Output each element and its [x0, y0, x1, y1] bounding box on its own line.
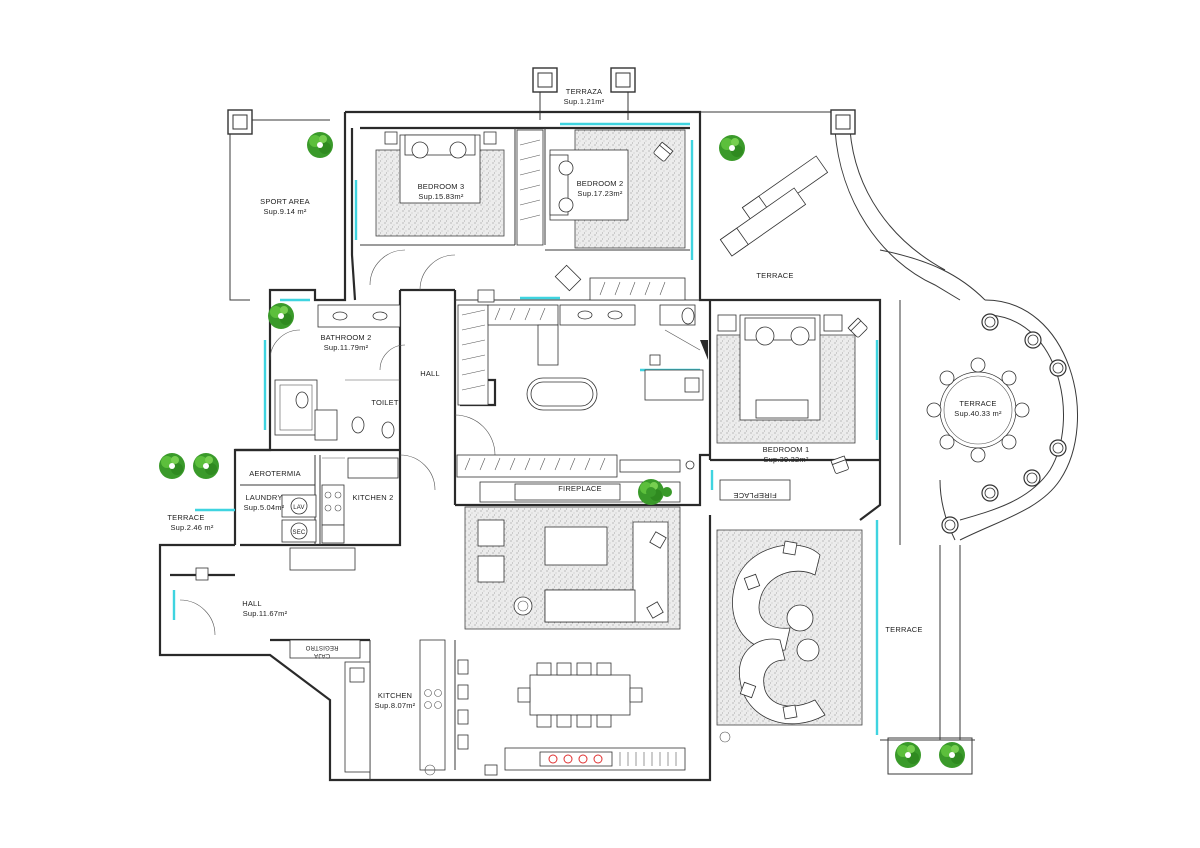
laundry-label: LAUNDRY	[245, 493, 282, 502]
laundry-kitchen2	[159, 453, 399, 571]
bedroom3-label: BEDROOM 3	[418, 182, 465, 191]
fireplace-mirror-label: FIREPLACE	[733, 491, 776, 500]
bathroom2-fixtures	[268, 303, 406, 441]
wardrobe-b3	[516, 129, 544, 246]
bedroom1-label: BEDROOM 1	[763, 445, 810, 454]
bathroom2-label: BATHROOM 2	[320, 333, 371, 342]
bedroom3-furniture	[375, 129, 544, 246]
toilet-label: TOILET	[371, 398, 399, 407]
bathroom2-area: Sup.11.79m²	[324, 343, 369, 352]
lav-label: LAV	[293, 505, 305, 511]
hall-center-label: HALL	[420, 369, 440, 378]
outdoor-lounge	[716, 529, 973, 775]
terrace-e-label: TERRACE	[885, 625, 922, 634]
sport-area-area: Sup.9.14 m²	[263, 207, 306, 216]
small-plants	[646, 487, 672, 497]
caja-label: CAJA	[314, 652, 330, 658]
dining-furniture	[517, 662, 643, 728]
post-markers	[227, 67, 856, 135]
round-table	[926, 357, 1030, 463]
bedroom1-furniture	[716, 314, 869, 501]
sec-label: SEC	[293, 530, 306, 536]
bedroom1-area: Sup.39.32m²	[763, 455, 808, 464]
registro-label: REGISTRO	[305, 644, 338, 650]
entry-kitchen	[179, 567, 686, 776]
terrace-round-label: TERRACE	[959, 399, 996, 408]
sport-area-label: SPORT AREA	[260, 197, 310, 206]
kitchen2-label: KITCHEN 2	[353, 493, 394, 502]
living-room-furniture	[464, 506, 681, 630]
hall-entry-area: Sup.11.67m²	[243, 609, 288, 618]
hall-doors	[369, 249, 456, 491]
terrace-w-area: Sup.2.46 m²	[170, 523, 213, 532]
bedroom2-label: BEDROOM 2	[577, 179, 624, 188]
kitchen-area: Sup.8.07m²	[375, 701, 416, 710]
fireplace-label: FIREPLACE	[558, 484, 601, 493]
master-bath-fixtures	[454, 277, 708, 456]
terrace-outlines	[229, 85, 1079, 741]
aerotermia-label: AEROTERMIA	[249, 469, 301, 478]
room-labels: TERRAZA Sup.1.21m² SPORT AREA Sup.9.14 m…	[167, 87, 1002, 710]
bedroom2-area: Sup.17.23m²	[577, 189, 622, 198]
hall-entry-label: HALL	[242, 599, 262, 608]
laundry-area: Sup.5.04m²	[244, 503, 285, 512]
terrace-furniture	[307, 132, 829, 257]
terrace-w-label: TERRACE	[167, 513, 204, 522]
bedroom3-area: Sup.15.83m²	[418, 192, 463, 201]
wardrobe-strip	[456, 454, 695, 505]
bedroom2-furniture	[549, 129, 686, 292]
terrace-ne-label: TERRACE	[756, 271, 793, 280]
terrace-round-area: Sup.40.33 m²	[954, 409, 1002, 418]
kitchen-label: KITCHEN	[378, 691, 412, 700]
terraza-area: Sup.1.21m²	[564, 97, 605, 106]
terraza-label: TERRAZA	[566, 87, 602, 96]
glazing	[172, 122, 879, 735]
